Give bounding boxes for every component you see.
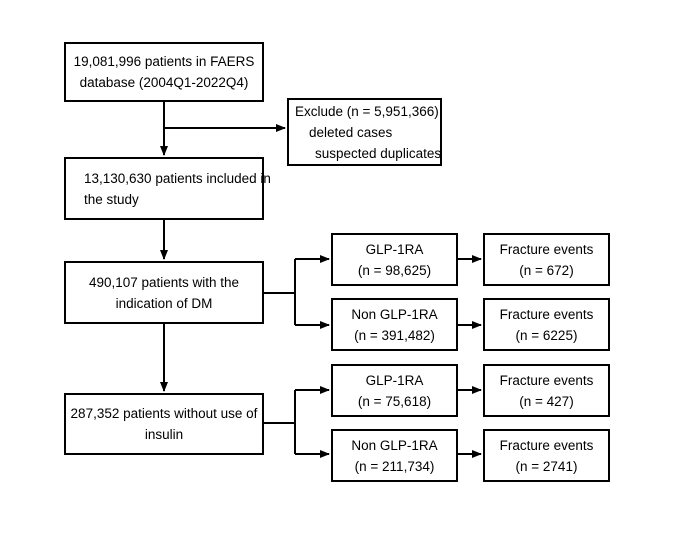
box-dm-nonglp-fx-line1: Fracture events bbox=[499, 306, 594, 322]
box-exclude: Exclude (n = 5,951,366) deleted cases su… bbox=[287, 98, 442, 166]
box-ni-nonglp-fx-line2: (n = 2741) bbox=[515, 458, 578, 474]
box-dm-glp-line2: (n = 98,625) bbox=[357, 262, 432, 278]
box-dm-non-glp1ra: Non GLP-1RA (n = 391,482) bbox=[331, 298, 458, 351]
box-dm-nonglp-line1: Non GLP-1RA bbox=[351, 306, 438, 322]
box-ni-glp-fx-line2: (n = 427) bbox=[519, 393, 574, 409]
box-dm-glp1ra: GLP-1RA (n = 98,625) bbox=[331, 233, 458, 286]
box-ni-nonglp-line2: (n = 211,734) bbox=[354, 458, 435, 474]
box-exclude-line3: suspected duplicates bbox=[315, 145, 442, 161]
box-total-line2: database (2004Q1-2022Q4) bbox=[79, 75, 249, 90]
box-total-line1: 19,081,996 patients in FAERS bbox=[73, 54, 255, 69]
box-ni-glp-line1: GLP-1RA bbox=[365, 372, 424, 388]
box-no-insulin-patients: 287,352 patients without use of insulin bbox=[64, 393, 264, 455]
box-ni-glp-fx-line1: Fracture events bbox=[499, 372, 594, 388]
box-ni-nonglp-fx-line1: Fracture events bbox=[499, 437, 594, 453]
box-dm-nonglp-line2: (n = 391,482) bbox=[354, 327, 435, 343]
box-dm-patients: 490,107 patients with the indication of … bbox=[64, 261, 264, 324]
box-included-line2: the study bbox=[84, 191, 139, 207]
box-dm-glp-fx-line1: Fracture events bbox=[499, 241, 594, 257]
box-ni-non-glp1ra: Non GLP-1RA (n = 211,734) bbox=[331, 429, 458, 482]
box-dm-line1: 490,107 patients with the bbox=[88, 274, 240, 290]
box-total-patients: 19,081,996 patients in FAERS database (2… bbox=[64, 42, 264, 102]
box-no-insulin-line2: insulin bbox=[144, 427, 184, 442]
box-dm-glp-line1: GLP-1RA bbox=[365, 241, 424, 257]
box-dm-glp-fx-line2: (n = 672) bbox=[519, 262, 574, 278]
box-dm-non-glp1ra-fracture: Fracture events (n = 6225) bbox=[483, 298, 610, 351]
box-included-patients: 13,130,630 patients included in the stud… bbox=[64, 157, 271, 220]
box-ni-glp1ra-fracture: Fracture events (n = 427) bbox=[483, 364, 610, 417]
box-ni-non-glp1ra-fracture: Fracture events (n = 2741) bbox=[483, 429, 610, 482]
box-dm-line2: indication of DM bbox=[115, 295, 213, 311]
box-dm-nonglp-fx-line2: (n = 6225) bbox=[515, 327, 578, 343]
box-ni-glp1ra: GLP-1RA (n = 75,618) bbox=[331, 364, 458, 417]
box-included-line1: 13,130,630 patients included in bbox=[84, 170, 271, 186]
box-ni-nonglp-line1: Non GLP-1RA bbox=[351, 437, 438, 453]
box-ni-glp-line2: (n = 75,618) bbox=[357, 393, 432, 409]
box-exclude-line2: deleted cases bbox=[309, 124, 393, 140]
box-exclude-line1: Exclude (n = 5,951,366) bbox=[295, 103, 439, 119]
box-dm-glp1ra-fracture: Fracture events (n = 672) bbox=[483, 233, 610, 286]
box-no-insulin-line1: 287,352 patients without use of bbox=[70, 406, 258, 421]
